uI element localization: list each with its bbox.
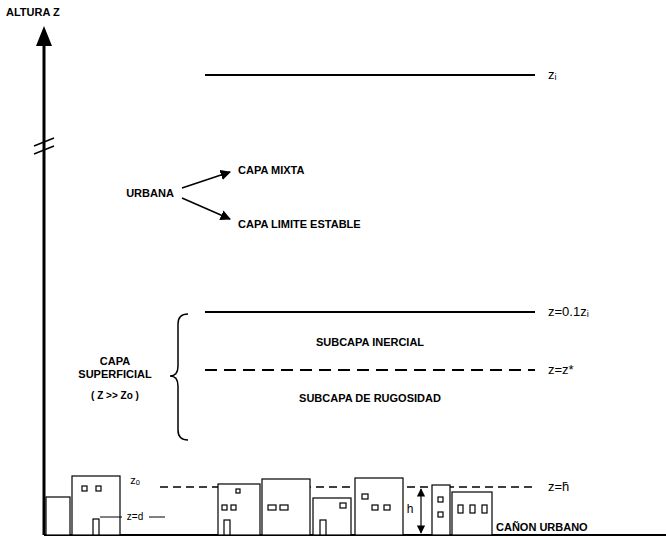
level-label: z=0.1zᵢ <box>548 305 589 320</box>
window <box>280 505 288 510</box>
height-axis <box>43 40 46 535</box>
window <box>231 505 236 510</box>
window <box>236 489 240 493</box>
window <box>438 512 443 517</box>
level-label: z=z* <box>548 363 574 378</box>
window <box>340 503 346 508</box>
dimension-label: h <box>407 503 414 517</box>
level-line <box>205 369 535 371</box>
axis-break <box>34 146 54 154</box>
level-label: z=h̄ <box>548 480 569 495</box>
level-line <box>160 486 535 488</box>
window <box>82 486 87 491</box>
axis-arrowhead <box>36 26 52 46</box>
level-line <box>205 74 535 76</box>
height-dimension <box>420 489 421 533</box>
window <box>458 505 463 513</box>
curly-brace <box>170 314 188 440</box>
condition-note: ( Z >> Zo ) <box>91 390 139 402</box>
building <box>262 479 310 535</box>
layer-name: SUBCAPA INERCIAL <box>316 336 424 349</box>
axis-title: ALTURA Z <box>6 6 60 19</box>
displacement-line <box>149 517 165 518</box>
building <box>46 497 70 535</box>
window <box>268 505 276 510</box>
building <box>432 485 450 535</box>
building <box>313 498 351 535</box>
building <box>452 492 492 535</box>
level-label: zₒ <box>130 474 140 487</box>
building <box>355 478 403 535</box>
level-label: z=d <box>127 511 143 523</box>
building <box>72 476 120 535</box>
branch-arrow <box>182 172 230 188</box>
layer-name: URBANA <box>126 187 174 200</box>
branch-arrow <box>182 198 230 219</box>
buildings <box>46 476 492 535</box>
building <box>218 484 260 535</box>
window <box>362 494 368 499</box>
axis-break <box>34 138 54 146</box>
window <box>372 505 378 510</box>
level-line <box>205 311 535 313</box>
window <box>222 505 227 510</box>
window <box>96 486 101 491</box>
window <box>482 505 487 513</box>
door <box>93 519 99 535</box>
displacement-line <box>100 517 122 518</box>
window <box>438 497 443 502</box>
layer-name: CAÑON URBANO <box>496 521 588 534</box>
layer-name: CAPA MIXTA <box>238 164 304 177</box>
window <box>470 505 475 513</box>
layer-name: CAPA SUPERFICIAL <box>72 355 158 380</box>
door <box>320 520 326 535</box>
level-label: zᵢ <box>548 68 557 83</box>
door <box>224 520 230 535</box>
window <box>384 505 390 510</box>
layer-name: CAPA LIMITE ESTABLE <box>238 218 361 231</box>
layer-name: SUBCAPA DE RUGOSIDAD <box>299 392 441 405</box>
